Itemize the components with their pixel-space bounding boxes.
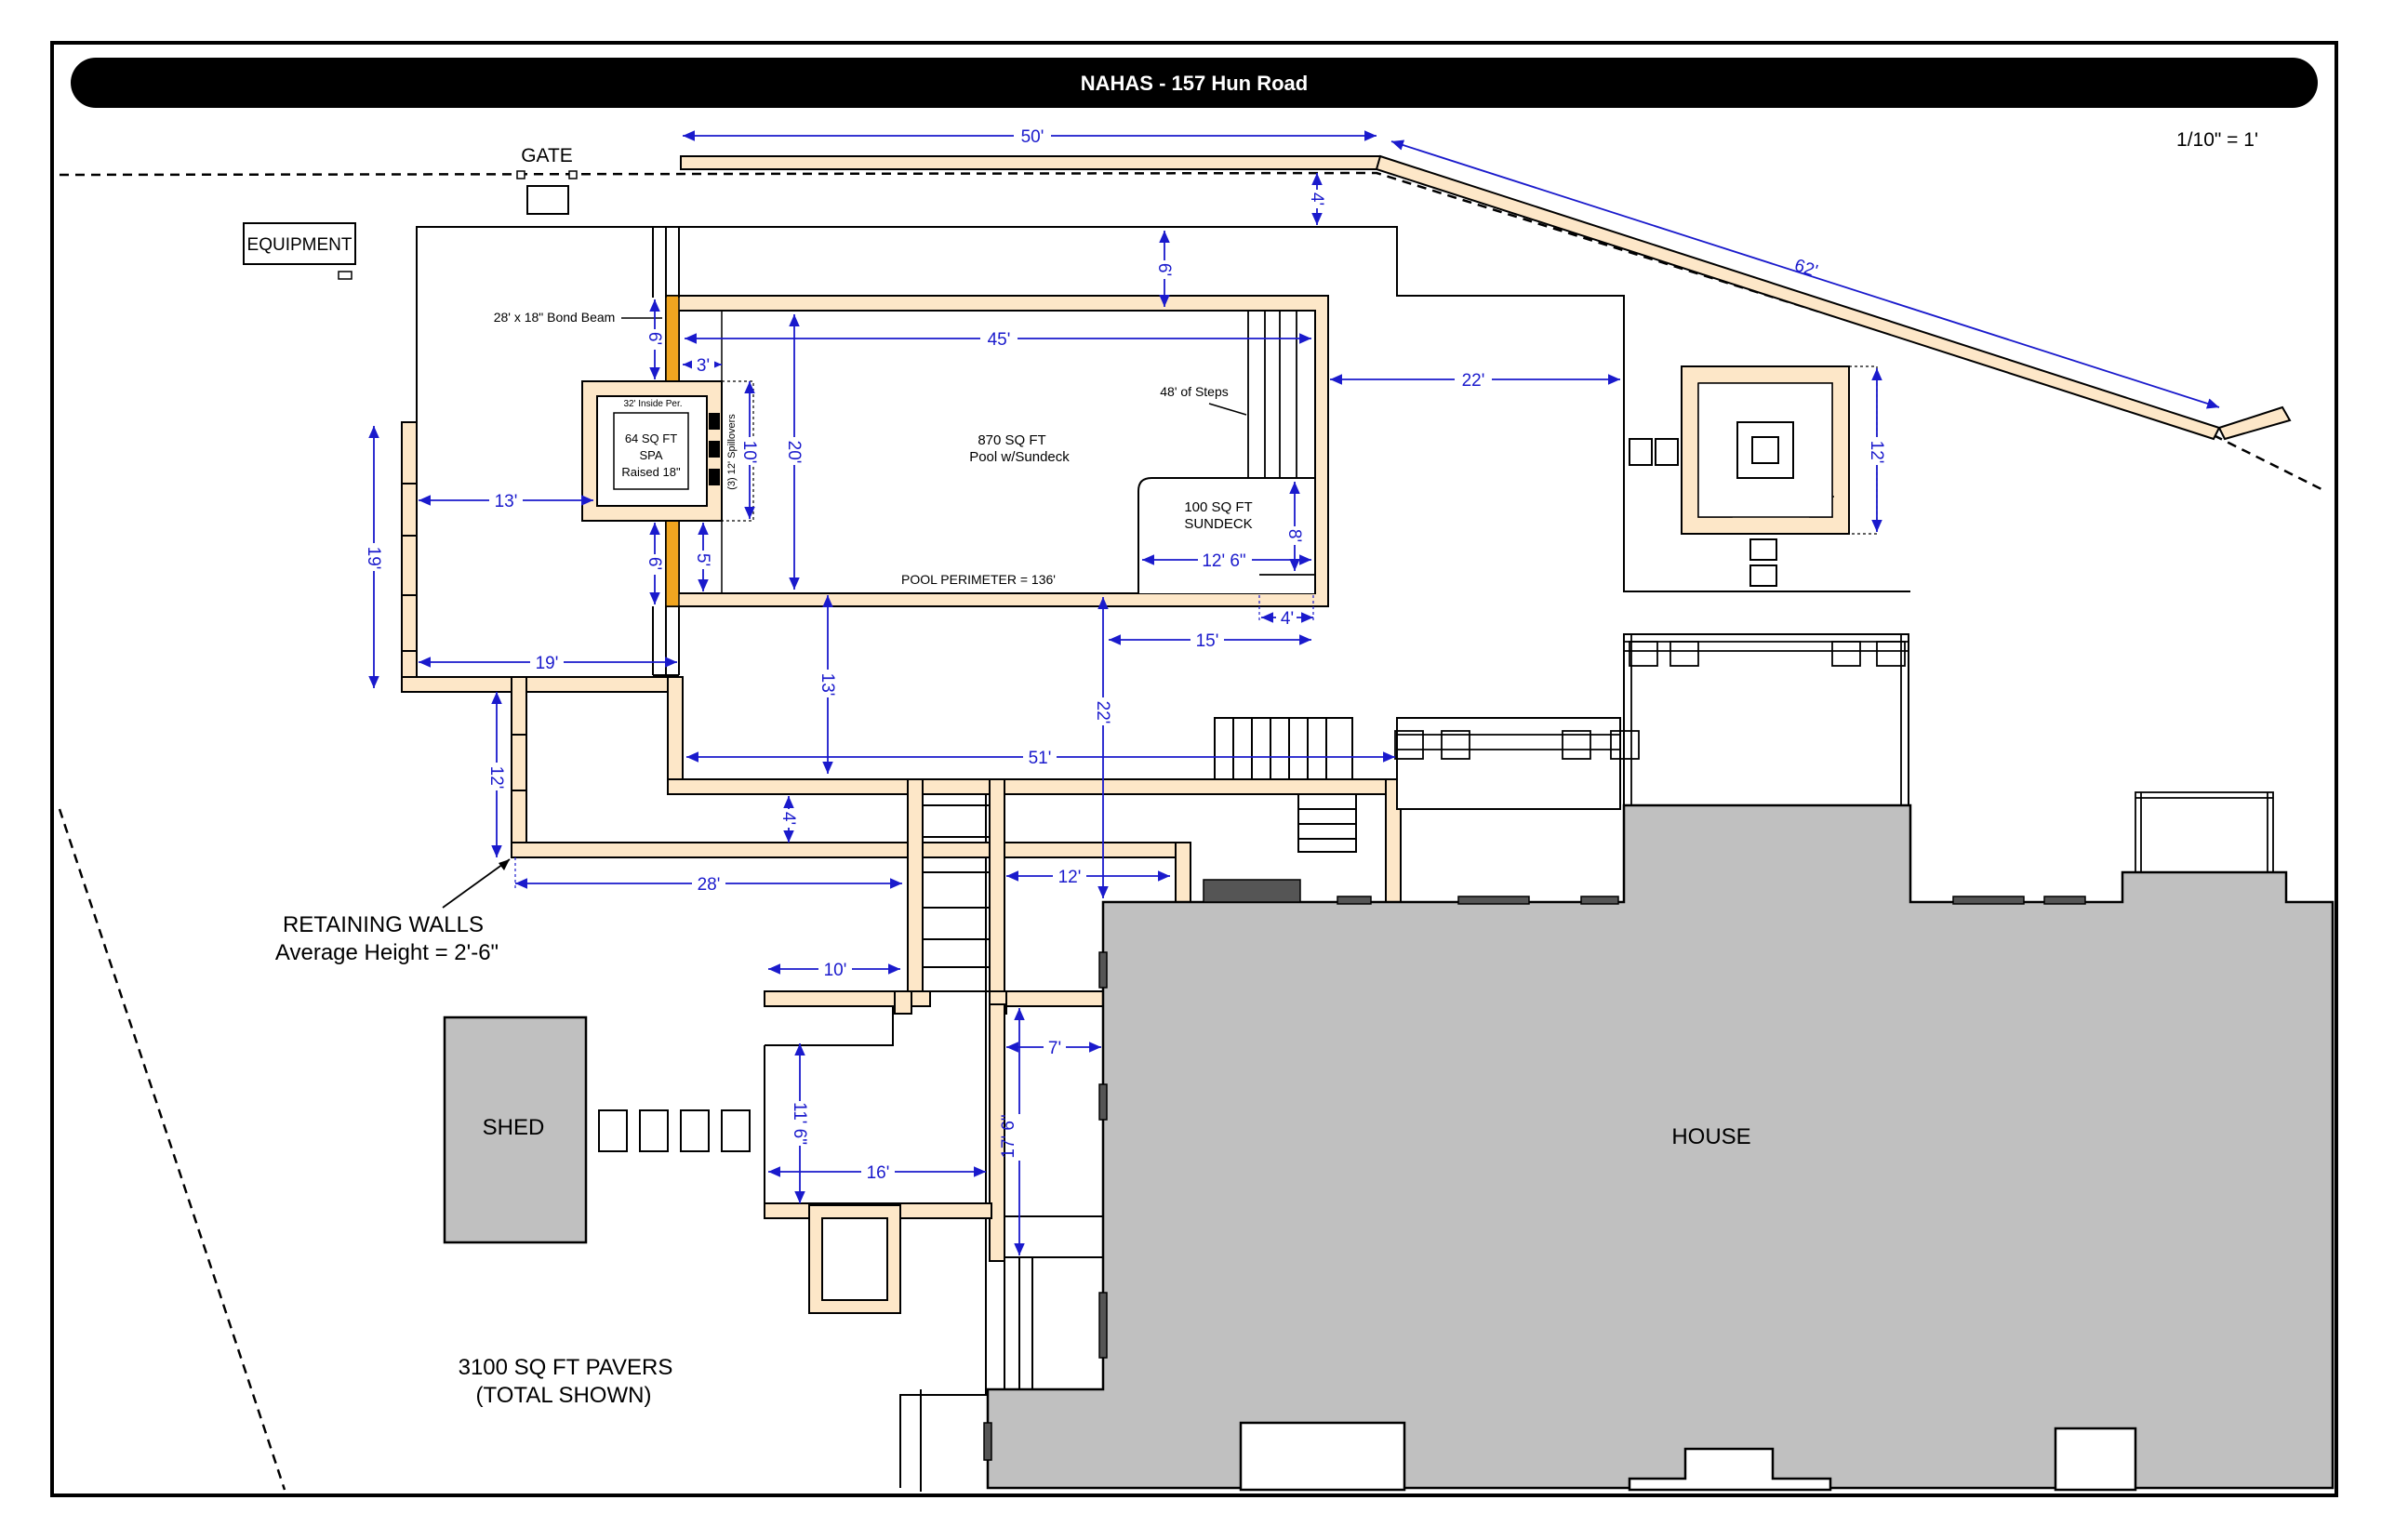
dim-spa-wall-top: 6'	[645, 332, 664, 345]
dim-left-patio: 13'	[495, 492, 518, 511]
dim-pergola-depth: 12'	[1867, 441, 1886, 464]
spa-inner	[613, 412, 689, 490]
shed	[443, 1016, 588, 1244]
dim-sundeck-depth: 8'	[1284, 529, 1304, 542]
spa-area-label: 64 SQ FT	[625, 431, 677, 445]
bond-beam	[665, 295, 680, 386]
retaining-height-label: Average Height = 2'-6"	[275, 940, 499, 965]
gate	[526, 185, 569, 215]
dim-left-height: 19'	[364, 547, 383, 570]
left-wall-segments	[402, 483, 526, 791]
dim-sundeck-width: 12' 6"	[1202, 551, 1245, 571]
dim-pool-to-pergola: 22'	[1462, 371, 1485, 391]
shed-label: SHED	[483, 1115, 545, 1140]
gate-post	[568, 170, 578, 179]
retaining-walls-leader	[442, 858, 511, 909]
spillovers-label: (3) 12' Spillovers	[726, 414, 738, 490]
planter-inner	[821, 1217, 888, 1301]
title-bar	[71, 58, 2318, 108]
dim-spa-width: 10'	[739, 441, 759, 464]
equipment-base	[338, 271, 352, 280]
equipment-pad	[243, 222, 356, 265]
dim-lower-left-height: 12'	[486, 766, 506, 790]
dim-pool-to-house: 22'	[1093, 701, 1112, 724]
spa-perimeter-label: 32' Inside Per.	[623, 399, 682, 409]
dimension-extensions	[514, 595, 1314, 889]
dim-fence-gap: 4'	[1307, 192, 1326, 206]
sundeck-area-label: 100 SQ FT	[1184, 499, 1252, 515]
pool-perimeter-label: POOL PERIMETER = 136'	[901, 572, 1056, 587]
gate-label: GATE	[521, 145, 573, 166]
page-title: NAHAS - 157 Hun Road	[1081, 72, 1308, 95]
dim-walk-length: 17' 6"	[999, 1114, 1018, 1158]
porch-details	[1394, 634, 2274, 873]
retaining-walls-arrowhead	[499, 859, 510, 870]
dim-left-width: 19'	[536, 654, 559, 673]
sundeck-name-label: SUNDECK	[1184, 516, 1252, 532]
spa-raised-label: Raised 18"	[621, 465, 681, 479]
scale-label: 1/10" = 1'	[2176, 129, 2258, 151]
dim-pool-to-lower: 13'	[818, 673, 837, 697]
pool-area-label: 870 SQ FT	[978, 432, 1045, 448]
dim-lower-left-width: 28'	[698, 875, 721, 895]
dim-walk-width: 4'	[778, 812, 798, 825]
dimension-labels: 50' 62' 4' 6' 45' 22' 12' 6' 3' 10' 20' …	[364, 126, 1888, 1183]
dim-bottom-step: 7'	[1048, 1039, 1061, 1058]
dim-pool-length: 45'	[988, 330, 1011, 350]
dim-spa-offset: 3'	[697, 356, 710, 376]
pavers-note-label: (TOTAL SHOWN)	[476, 1383, 652, 1408]
house-label: HOUSE	[1671, 1124, 1750, 1149]
dim-pool-to-fence: 6'	[1154, 263, 1174, 276]
pool-desc-label: Pool w/Sundeck	[969, 449, 1070, 465]
steps-label: 48' of Steps	[1160, 384, 1229, 399]
house	[986, 803, 2334, 1490]
dim-bottom-patio-top: 10'	[824, 961, 847, 980]
gate-post	[516, 170, 525, 179]
pavers-area-label: 3100 SQ FT PAVERS	[459, 1355, 673, 1380]
stepping-stones	[598, 1109, 751, 1152]
bond-beam	[665, 520, 680, 607]
spillovers	[709, 413, 720, 485]
house-bumps	[1239, 1421, 2137, 1492]
house-fixtures	[983, 879, 2086, 1461]
dim-walk-right-width: 12'	[1058, 868, 1082, 887]
retaining-walls-label: RETAINING WALLS	[283, 912, 484, 937]
dim-lower-width: 51'	[1029, 749, 1052, 768]
page-frame	[50, 41, 2338, 1497]
dim-spa-wall-bottom: 6'	[645, 557, 664, 570]
dim-top-wall: 50'	[1021, 127, 1044, 147]
steps-leader	[1208, 403, 1247, 416]
pergola-seats	[1629, 438, 1777, 587]
dim-bottom-patio-height: 11' 6"	[790, 1102, 809, 1145]
dim-spa-step: 5'	[693, 553, 712, 566]
dim-pool-width: 20'	[784, 441, 804, 464]
dim-sundeck-ledge: 4'	[1281, 609, 1294, 629]
equipment-label: EQUIPMENT	[247, 235, 352, 255]
dimension-lines	[368, 130, 2220, 1255]
spa-name-label: SPA	[639, 448, 662, 462]
dim-deck-to-stairs: 15'	[1196, 631, 1219, 651]
dim-bottom-patio-width: 16'	[867, 1163, 890, 1183]
rear-porch	[1396, 633, 1909, 810]
bond-beam-label: 28' x 18" Bond Beam	[494, 310, 616, 325]
pergola-table-top	[1751, 436, 1779, 464]
